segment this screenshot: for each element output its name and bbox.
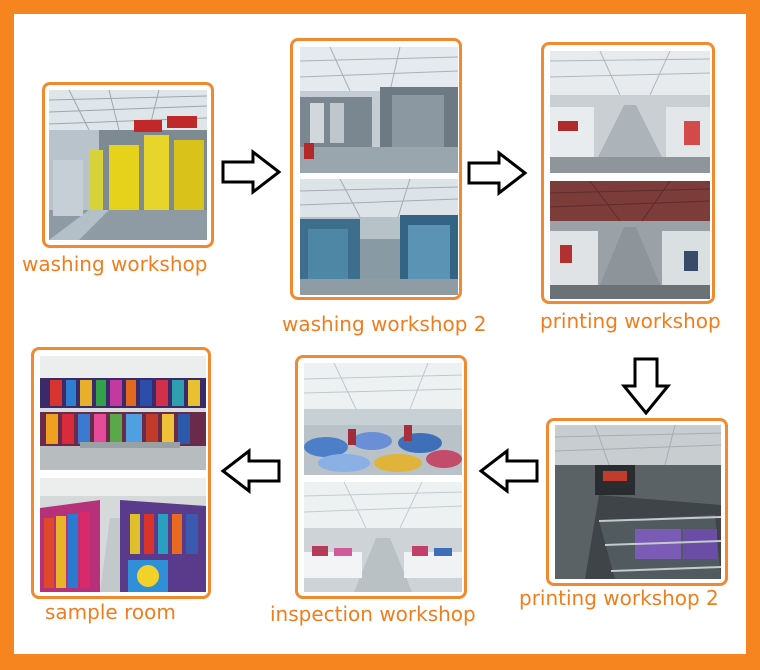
- printing-workshop-photo-bottom: [550, 181, 710, 299]
- inspection-workshop-photo-bottom: [304, 482, 462, 592]
- inspection-workshop-caption: inspection workshop: [270, 602, 476, 626]
- printing-workshop-2-photo: [555, 425, 721, 579]
- arrow-right-icon: [220, 149, 282, 195]
- arrow-right-icon: [466, 150, 528, 196]
- inspection-workshop-photo-frame: [295, 355, 467, 599]
- sample-room-photo-bottom: [40, 478, 206, 592]
- washing-workshop-photo: [49, 90, 207, 240]
- printing-workshop-photo-top: [550, 51, 710, 173]
- washing-workshop-2-caption: washing workshop 2: [282, 312, 487, 336]
- sample-room-photo-frame: [31, 347, 211, 599]
- printing-workshop-2-photo-frame: [546, 418, 728, 586]
- washing-workshop-2-photo-top: [300, 47, 458, 173]
- washing-workshop-2-photo-bottom: [300, 179, 458, 295]
- washing-workshop-photo-frame: [42, 82, 214, 248]
- washing-workshop-2-photo-frame: [290, 38, 462, 300]
- washing-workshop-caption: washing workshop: [22, 252, 208, 276]
- sample-room-photo-top: [40, 356, 206, 470]
- arrow-left-icon: [478, 448, 540, 494]
- arrow-down-icon: [620, 356, 672, 416]
- printing-workshop-caption: printing workshop: [540, 309, 721, 333]
- sample-room-caption: sample room: [45, 600, 176, 624]
- printing-workshop-2-caption: printing workshop 2: [519, 586, 719, 610]
- inspection-workshop-photo-top: [304, 363, 462, 475]
- arrow-left-icon: [220, 448, 282, 494]
- printing-workshop-photo-frame: [541, 42, 715, 304]
